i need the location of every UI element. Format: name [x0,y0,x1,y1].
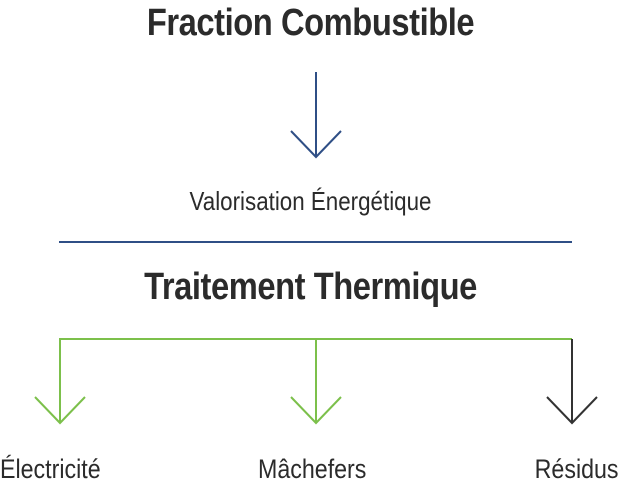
output-label-residus: Résidus [535,454,619,484]
diagram-subtitle: Valorisation Énergétique [189,186,432,216]
diagram-title: Fraction Combustible [146,2,475,44]
down-arrow-green-left-icon [34,396,86,425]
down-arrow-green-middle-icon [290,396,342,425]
down-arrow-blue-icon [290,72,342,159]
down-arrow-dark-right-icon [546,396,598,425]
output-label-machefers: Mâchefers [258,454,367,484]
section-title: Traitement Thermique [144,266,477,308]
output-label-electricite: Électricité [0,454,101,484]
branch-connectors [59,338,573,423]
